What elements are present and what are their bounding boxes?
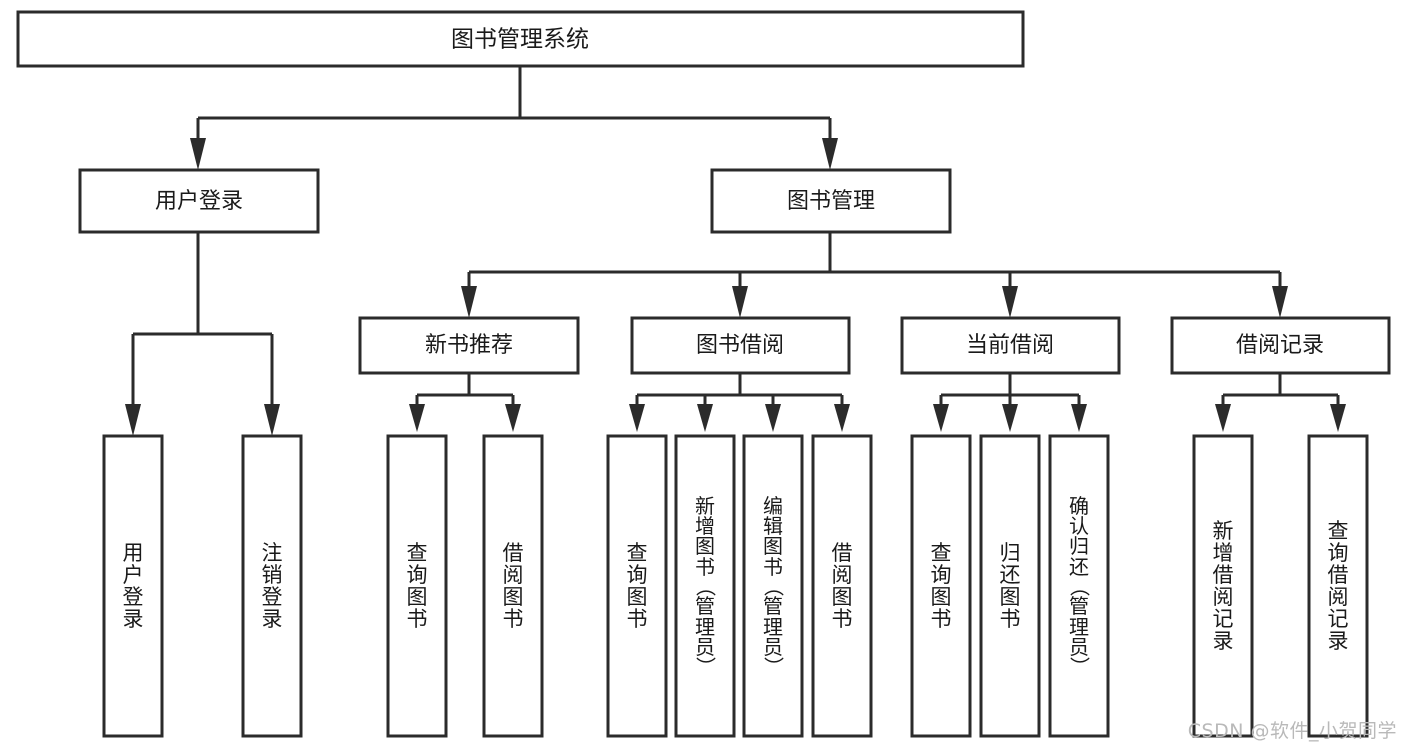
node-label-root: 图书管理系统 bbox=[451, 27, 589, 53]
node-box-leaf-0[interactable] bbox=[102, 434, 164, 738]
arrow-head-leaf-user-logout bbox=[264, 404, 280, 436]
node-label-book-management: 图书管理 bbox=[787, 189, 875, 214]
node-box-leaf-3[interactable] bbox=[482, 434, 544, 738]
node-box-leaf-5[interactable] bbox=[674, 434, 736, 738]
node-box-leaf-8[interactable] bbox=[910, 434, 972, 738]
node-box-new-book-recommend[interactable] bbox=[358, 316, 580, 375]
node-box-book-management[interactable] bbox=[710, 168, 952, 234]
arrow-head-record-add bbox=[1215, 404, 1231, 432]
node-box-leaf-6[interactable] bbox=[742, 434, 804, 738]
arrow-head-rec-query bbox=[409, 404, 425, 432]
arrow-head-borrow-lend bbox=[834, 404, 850, 432]
node-label-new-book-recommend: 新书推荐 bbox=[425, 333, 513, 358]
connectors-layer bbox=[125, 65, 1346, 436]
node-label-borrow-record: 借阅记录 bbox=[1236, 333, 1324, 358]
node-label-current-borrow: 当前借阅 bbox=[966, 333, 1054, 358]
arrow-head-current-query bbox=[933, 404, 949, 432]
node-box-leaf-10[interactable] bbox=[1048, 434, 1110, 738]
node-label-user-login: 用户登录 bbox=[155, 189, 243, 214]
arrow-head-record-query bbox=[1330, 404, 1346, 432]
arrow-head-book-mgmt bbox=[822, 138, 838, 170]
arrow-head-borrow-record bbox=[1272, 286, 1288, 318]
arrow-head-current-borrow bbox=[1002, 286, 1018, 318]
arrow-head-rec-borrow bbox=[505, 404, 521, 432]
nodes-layer: 图书管理系统 用户登录 图书管理 新书推荐 图书借阅 当前借阅 借阅记录 bbox=[16, 10, 1391, 738]
arrow-head-new-book-rec bbox=[461, 286, 477, 318]
arrow-head-borrow-add bbox=[697, 404, 713, 432]
watermark-text: CSDN @软件_小贺同学 bbox=[1187, 720, 1397, 742]
node-box-user-login[interactable] bbox=[78, 168, 320, 234]
node-box-current-borrow[interactable] bbox=[900, 316, 1121, 375]
node-label-book-borrow: 图书借阅 bbox=[696, 333, 784, 358]
arrow-head-leaf-user-login bbox=[125, 404, 141, 436]
arrow-head-borrow-edit bbox=[765, 404, 781, 432]
node-box-root[interactable] bbox=[16, 10, 1025, 68]
arrow-head-current-confirm bbox=[1071, 404, 1087, 432]
node-box-leaf-7[interactable] bbox=[811, 434, 873, 738]
arrow-head-book-borrow bbox=[732, 286, 748, 318]
arrow-head-current-return bbox=[1002, 404, 1018, 432]
node-box-leaf-4[interactable] bbox=[606, 434, 668, 738]
node-box-leaf-1[interactable] bbox=[241, 434, 303, 738]
node-box-leaf-11[interactable] bbox=[1192, 434, 1254, 738]
node-box-leaf-9[interactable] bbox=[979, 434, 1041, 738]
arrow-head-borrow-query bbox=[629, 404, 645, 432]
node-box-leaf-12[interactable] bbox=[1307, 434, 1369, 738]
arrow-head-user-login bbox=[190, 138, 206, 170]
node-box-book-borrow[interactable] bbox=[630, 316, 851, 375]
node-box-borrow-record[interactable] bbox=[1170, 316, 1391, 375]
node-box-leaf-2[interactable] bbox=[386, 434, 448, 738]
